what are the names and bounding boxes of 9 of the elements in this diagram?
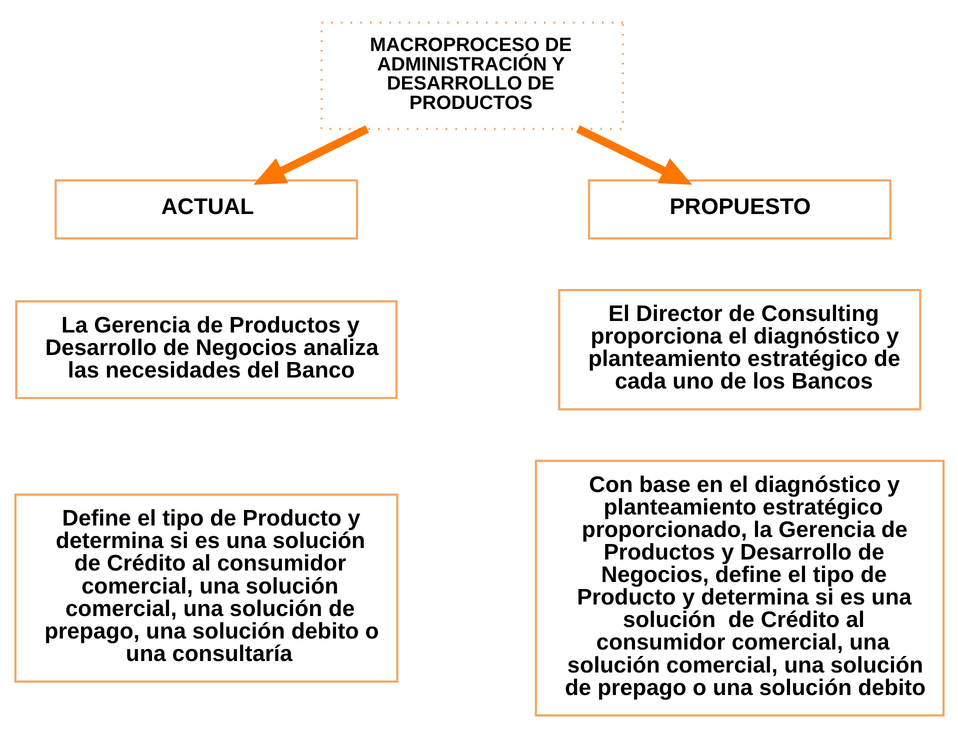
node-box: MACROPROCESO DE ADMINISTRACIÓN Y DESARROLLO DE PRODUCTOS bbox=[320, 22, 624, 130]
node-box: PROPUESTO bbox=[588, 179, 891, 240]
node-box: Con base en el diagnóstico y planteamiento estratégico proporcionado, la Gerencia de Productos y Desarrollo de Negocios, define el tipo de Producto y determina si es una solución de Crédito al consumidor comercial, una solución comercial, una solución de prepago o una solución debito bbox=[534, 460, 944, 716]
node-box: La Gerencia de Productos y Desarrollo de Negocios analiza las necesidades del Banco bbox=[14, 300, 398, 400]
node-box: ACTUAL bbox=[54, 179, 358, 240]
arrow bbox=[576, 125, 692, 185]
node-box: Define el tipo de Producto y determina si es una solución de Crédito al consumidor comercial, una solución comercial, una solución de prepago, una solución debito o una consultaría bbox=[14, 494, 398, 683]
node-box: El Director de Consulting proporciona el diagnóstico y planteamiento estratégico de cada uno de los Bancos bbox=[558, 289, 921, 410]
arrow bbox=[253, 125, 368, 185]
